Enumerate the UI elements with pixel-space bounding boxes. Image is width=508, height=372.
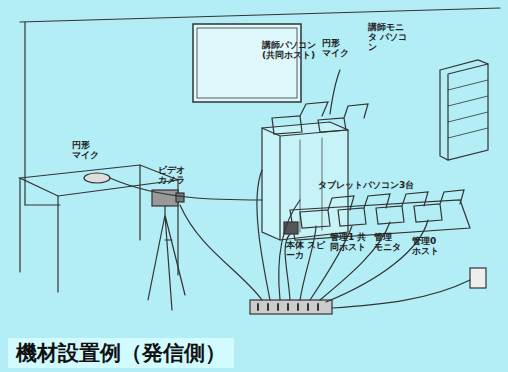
equipment-label: 管理1 共同ホスト — [330, 232, 370, 252]
equipment-label: 円形 マイク — [322, 38, 352, 58]
equipment-label: タブレットパソコン3台 — [318, 180, 428, 190]
equipment-label: ビデオ カメラ — [158, 165, 194, 185]
equipment-label: 管理 モニタ — [374, 232, 404, 252]
equipment-label: 本体 スピーカ — [286, 240, 328, 260]
caption: 機材設置例（発信側） — [8, 338, 234, 368]
equipment-label: 講師モニタ パソコン — [368, 22, 412, 52]
equipment-label: 円形 マイク — [72, 140, 102, 160]
equipment-label: 講師パソコン (共同ホスト) — [262, 40, 320, 60]
equipment-label: 管理0 ホスト — [412, 236, 446, 256]
